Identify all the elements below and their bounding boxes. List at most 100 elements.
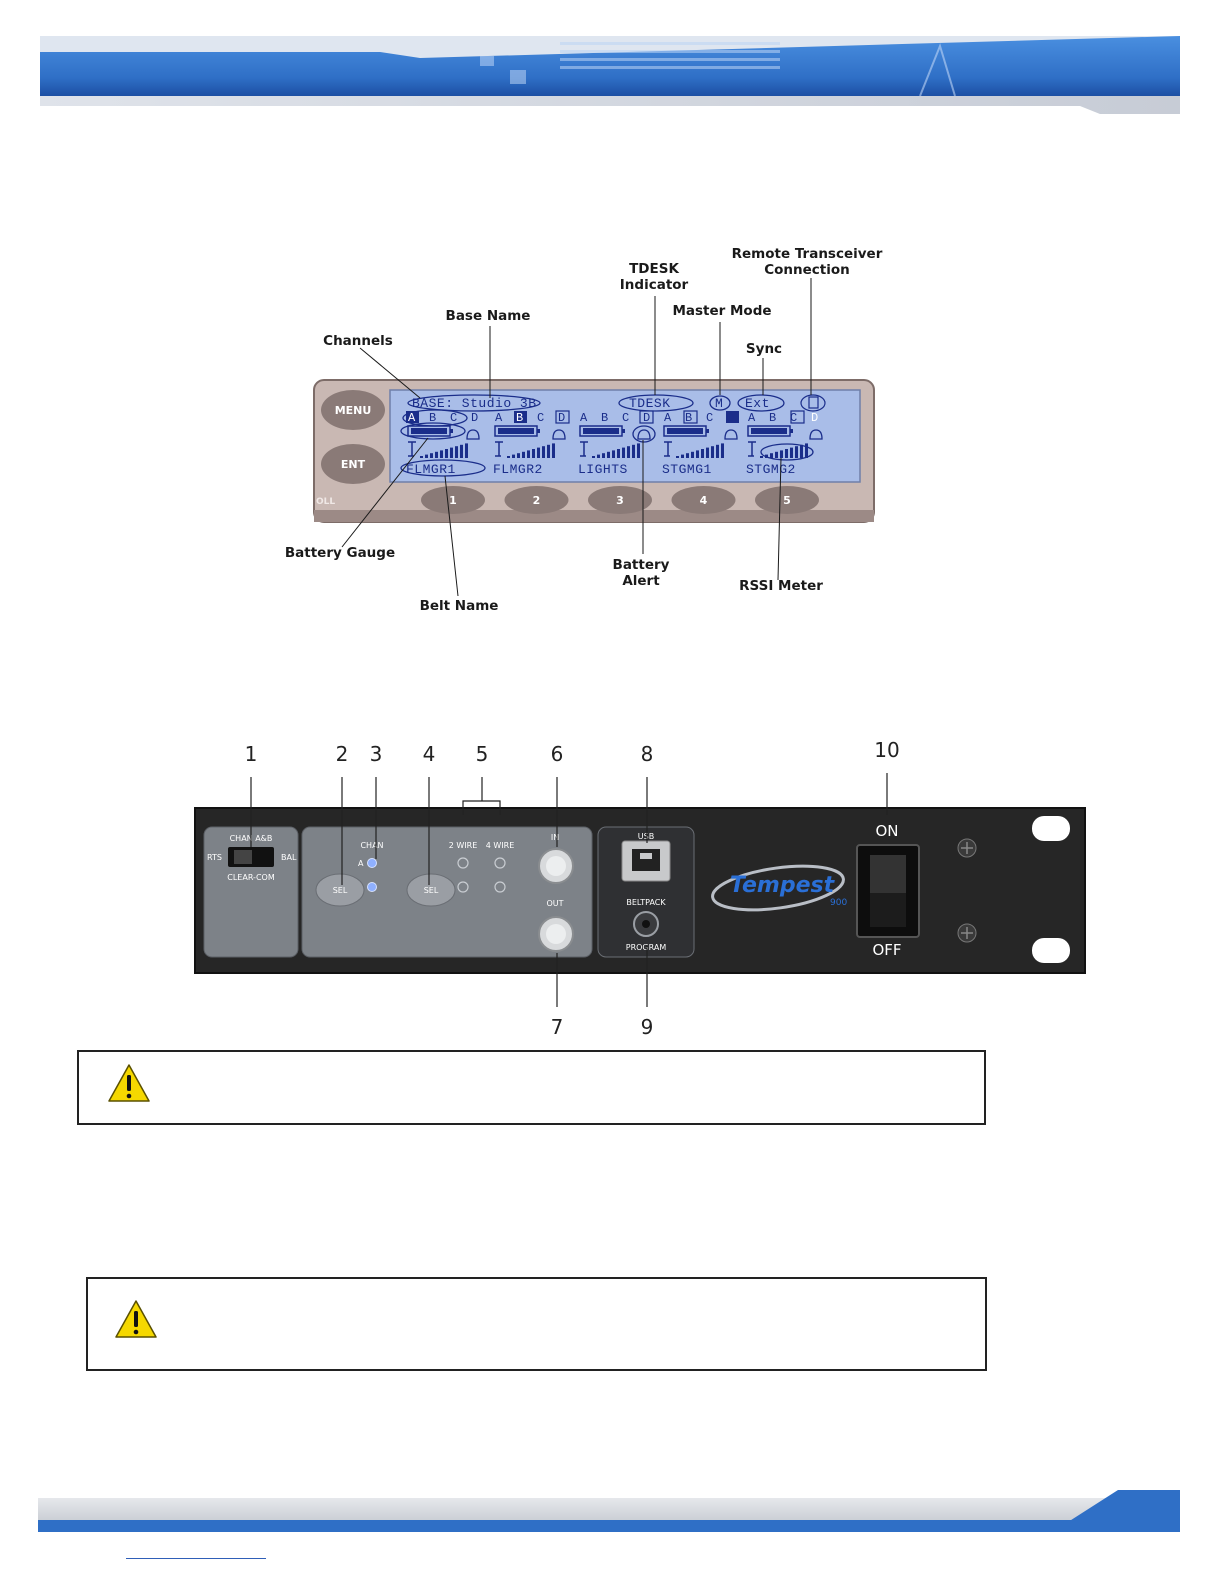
- lcd-channel-letter: A: [408, 411, 416, 425]
- lcd-belt-name: LIGHTS: [578, 462, 628, 477]
- warning-triangle-icon: [115, 1300, 157, 1338]
- callout-num-1: 1: [245, 742, 258, 766]
- lcd-belt-name: STGMG1: [662, 462, 712, 477]
- bell-icon: [637, 429, 651, 440]
- 2-wire-led-b: [457, 881, 469, 893]
- rssi-bar: [701, 449, 704, 458]
- rack-hole-top: [1032, 816, 1070, 841]
- lcd-master-mode: M: [715, 396, 723, 411]
- rssi-bar: [686, 453, 689, 458]
- soft-key-1[interactable]: [421, 486, 485, 514]
- callout-num-4: 4: [423, 742, 436, 766]
- lcd-channel-letter: C: [450, 411, 457, 425]
- tempest-model: 900: [830, 898, 847, 908]
- rssi-bar: [517, 453, 520, 458]
- rssi-bar: [532, 449, 535, 458]
- lcd-sync: Ext: [745, 396, 770, 411]
- tempest-logo: Tempest: [730, 873, 836, 898]
- warning-box-1: [77, 1050, 986, 1125]
- lcd-channel-letter: A: [580, 411, 588, 425]
- soft-key-label: 5: [783, 494, 791, 507]
- callout-channels: Channels: [323, 333, 393, 349]
- soft-key-5[interactable]: [755, 486, 819, 514]
- lcd-channel-letter: C: [537, 411, 544, 425]
- rssi-bar: [460, 444, 463, 458]
- soft-key-label: 2: [533, 494, 541, 507]
- callout-remote-transceiver-2: Connection: [764, 262, 850, 278]
- lcd-battery-row: [400, 422, 823, 443]
- lcd-channel-row: [402, 409, 805, 427]
- rssi-bar: [790, 447, 793, 458]
- rssi-bar: [785, 449, 788, 458]
- callout-tdesk-1: TDESK: [629, 261, 679, 277]
- callout-num-10: 10: [874, 738, 899, 762]
- callout-base-name: Base Name: [446, 308, 531, 324]
- callout-remote-transceiver-1: Remote Transceiver: [732, 246, 883, 262]
- lcd-channel-letter: B: [516, 411, 523, 425]
- callout-num-7: 7: [551, 1015, 564, 1039]
- rssi-bar: [507, 456, 510, 458]
- rack-panel-figure: CHAN A&B RTS BAL CLEAR-COM CHAN A B SEL …: [194, 738, 1086, 1039]
- rssi-bar: [465, 443, 468, 458]
- rssi-bar: [716, 444, 719, 458]
- rssi-bar: [696, 450, 699, 458]
- soft-key-4[interactable]: [671, 486, 736, 514]
- bell-icon: [809, 429, 823, 440]
- rssi-bar: [617, 449, 620, 458]
- label-bal: BAL: [281, 853, 297, 862]
- lcd-channel-letter: A: [495, 411, 503, 425]
- wire-sel-button[interactable]: [406, 873, 456, 907]
- footer-banner: [38, 1490, 1180, 1532]
- rssi-bar: [805, 443, 808, 458]
- sel-label-2: SEL: [424, 886, 439, 895]
- rssi-bar: [721, 443, 724, 458]
- rssi-bar: [542, 446, 545, 458]
- soft-key-2[interactable]: [504, 486, 569, 514]
- lcd-channel-letter: D: [471, 411, 478, 425]
- rssi-bar: [775, 451, 778, 458]
- label-chan-a: A: [358, 859, 364, 868]
- rssi-bar: [512, 454, 515, 458]
- antenna-icon: [580, 441, 588, 457]
- chan-sel-button[interactable]: [315, 873, 365, 907]
- lcd-channel-letter: B: [429, 411, 436, 425]
- callout-master-mode: Master Mode: [672, 303, 771, 319]
- label-in: IN: [551, 833, 559, 842]
- rssi-bar: [420, 456, 423, 458]
- lcd-belt-name: FLMGR2: [493, 462, 543, 477]
- callout-battery-alert-2: Alert: [622, 573, 660, 589]
- label-off: OFF: [872, 941, 901, 959]
- rssi-bar: [691, 451, 694, 458]
- rssi-bar: [607, 451, 610, 458]
- lcd-belt-name: FLMGR1: [406, 462, 456, 477]
- ent-button-label: ENT: [341, 458, 366, 471]
- chan-a-led: [367, 858, 377, 868]
- rssi-bar: [622, 447, 625, 458]
- warning-box-2: [86, 1277, 987, 1371]
- menu-button[interactable]: [321, 390, 385, 430]
- lcd-channel-letter: A: [748, 411, 756, 425]
- rssi-bar: [602, 453, 605, 458]
- lcd-channel-letter: C: [622, 411, 629, 425]
- rssi-bar: [537, 447, 540, 458]
- rack-hole-bottom: [1032, 938, 1070, 963]
- rssi-bar: [425, 454, 428, 458]
- callout-num-6: 6: [551, 742, 564, 766]
- footer-link-underline[interactable]: [126, 1558, 266, 1559]
- antenna-icon: [748, 441, 756, 457]
- ent-button[interactable]: [321, 444, 385, 484]
- side-text: OLL: [316, 497, 335, 507]
- lcd-channel-letter: B: [601, 411, 608, 425]
- callout-belt-name: Belt Name: [420, 598, 499, 614]
- rssi-bar: [435, 451, 438, 458]
- lcd-channel-letter: C: [706, 411, 713, 425]
- callout-battery-alert-1: Battery: [613, 557, 670, 573]
- lcd-channel-letter: A: [664, 411, 672, 425]
- callout-battery-gauge: Battery Gauge: [285, 545, 395, 561]
- label-clear-com: CLEAR-COM: [227, 873, 275, 882]
- rssi-bar: [552, 443, 555, 458]
- soft-key-3[interactable]: [588, 486, 652, 514]
- lcd-channel-letter: D: [558, 411, 565, 425]
- remote-transceiver-icon: [808, 396, 819, 409]
- soft-key-label: 1: [449, 494, 457, 507]
